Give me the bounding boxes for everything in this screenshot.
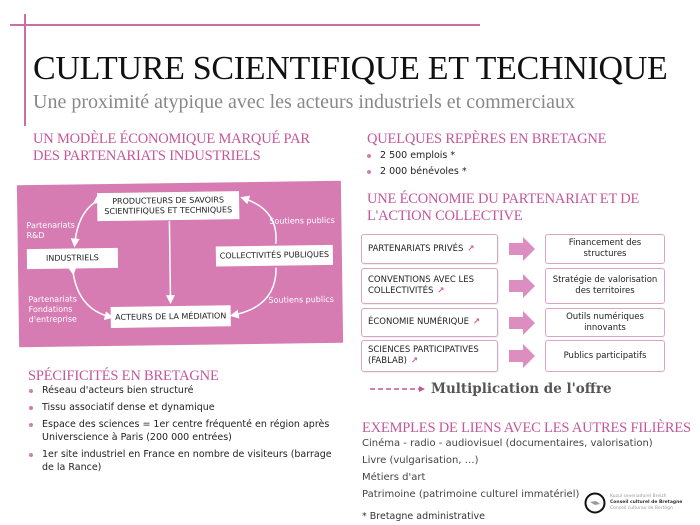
section-heading-exemples: EXEMPLES DE LIENS AVEC LES AUTRES FILIÈR… — [362, 420, 691, 436]
row-source: SCIENCES PARTICIPATIVES (FABLAB)↗ — [361, 340, 498, 372]
economie-row: CONVENTIONS AVEC LES COLLECTIVITÉS↗ Stra… — [361, 268, 665, 304]
label-partenariats-rd: Partenariats R&D — [26, 220, 75, 241]
list-item: Patrimoine (patrimoine culturel immatéri… — [362, 489, 580, 500]
list-item: Livre (vulgarisation, …) — [362, 455, 479, 466]
node-producteurs: PRODUCTEURS DE SAVOIRS SCIENTIFIQUES ET … — [97, 191, 240, 222]
logo-text: Conseil culturel de Bretagne — [610, 500, 683, 505]
row-source-label: ÉCONOMIE NUMÉRIQUE — [368, 317, 469, 327]
partnership-diagram: PRODUCTEURS DE SAVOIRS SCIENTIFIQUES ET … — [16, 180, 344, 348]
exemples-list: Cinéma - radio - audiovisuel (documentai… — [362, 435, 653, 503]
list-item: Espace des sciences = 1er centre fréquen… — [26, 418, 336, 444]
arrow-right-icon — [509, 237, 535, 261]
specificites-list: Réseau d'acteurs bien structuré Tissu as… — [26, 384, 336, 474]
label-partenariats-fondations: Partenariats Fondations d'entreprise — [28, 294, 77, 325]
logo-text: Conseil culturau de Bertègn — [610, 506, 673, 511]
diagram-arrows — [67, 195, 277, 320]
row-source-label: SCIENCES PARTICIPATIVES (FABLAB) — [368, 345, 479, 366]
node-collectivites: COLLECTIVITÉS PUBLIQUES — [215, 244, 334, 267]
row-source-label: CONVENTIONS AVEC LES COLLECTIVITÉS — [368, 275, 474, 296]
arrow-up-right-icon: ↗ — [410, 356, 419, 366]
row-result: Financement des structures — [545, 234, 665, 264]
logo-emblem-icon — [584, 492, 606, 514]
row-result: Publics participatifs — [545, 340, 665, 372]
economie-row: SCIENCES PARTICIPATIVES (FABLAB)↗ Public… — [361, 340, 665, 372]
row-source: ÉCONOMIE NUMÉRIQUE↗ — [361, 308, 498, 337]
row-source-label: PARTENARIATS PRIVÉS — [368, 243, 464, 254]
list-item: 1er site industriel en France en nombre … — [26, 448, 336, 474]
logo-conseil-culturel: Kuzul sevenadurel Breizh Conseil culture… — [584, 492, 682, 514]
section-heading-reperes: QUELQUES REPÈRES EN BRETAGNE — [367, 131, 607, 147]
reperes-list: 2 500 emplois * 2 000 bénévoles * — [364, 149, 467, 178]
list-item: 2 500 emplois * — [364, 149, 467, 162]
multiplication-line: Multiplication de l'offre — [370, 381, 612, 397]
list-item: Cinéma - radio - audiovisuel (documentai… — [362, 438, 653, 449]
list-item: Réseau d'acteurs bien structuré — [26, 384, 336, 397]
dashed-arrow-icon — [370, 386, 425, 392]
page-title: CULTURE SCIENTIFIQUE ET TECHNIQUE — [33, 50, 668, 87]
section-heading-modele: UN MODÈLE ÉCONOMIQUE MARQUÉ PAR DES PART… — [33, 131, 310, 164]
page-subtitle: Une proximité atypique avec les acteurs … — [33, 91, 576, 113]
node-industriels: INDUSTRIELS — [26, 247, 119, 270]
economie-row: ÉCONOMIE NUMÉRIQUE↗ Outils numériques in… — [361, 308, 665, 337]
arrow-right-icon — [509, 310, 535, 335]
label-soutiens-publics-top: Soutiens publics — [269, 215, 335, 226]
list-item: Métiers d'art — [362, 472, 426, 483]
arrow-right-icon — [509, 274, 535, 298]
header-rule — [10, 24, 480, 26]
section-heading-specificites: SPÉCIFICITÉS EN BRETAGNE — [28, 368, 219, 384]
arrow-up-right-icon: ↗ — [437, 286, 445, 296]
logo-text: Kuzul sevenadurel Breizh — [610, 494, 667, 499]
list-item: Tissu associatif dense et dynamique — [26, 401, 336, 414]
multiplication-label: Multiplication de l'offre — [431, 381, 612, 397]
section-heading-economie: UNE ÉCONOMIE DU PARTENARIAT ET DE L'ACTI… — [367, 191, 640, 224]
arrow-up-right-icon: ↗ — [472, 317, 481, 327]
arrow-right-icon — [509, 344, 535, 368]
economie-row: PARTENARIATS PRIVÉS↗ Financement des str… — [361, 234, 665, 264]
row-result: Outils numériques innovants — [545, 308, 665, 337]
list-item: 2 000 bénévoles * — [364, 165, 467, 178]
row-result: Stratégie de valorisation des territoire… — [545, 268, 665, 304]
arrow-up-right-icon: ↗ — [467, 243, 475, 254]
header-vertical-rule — [24, 14, 26, 126]
row-source: CONVENTIONS AVEC LES COLLECTIVITÉS↗ — [361, 268, 498, 304]
footnote: * Bretagne administrative — [362, 511, 485, 522]
label-soutiens-publics-bottom: Soutiens publics — [268, 294, 334, 305]
row-source: PARTENARIATS PRIVÉS↗ — [361, 234, 498, 264]
node-acteurs: ACTEURS DE LA MÉDIATION — [110, 305, 231, 328]
